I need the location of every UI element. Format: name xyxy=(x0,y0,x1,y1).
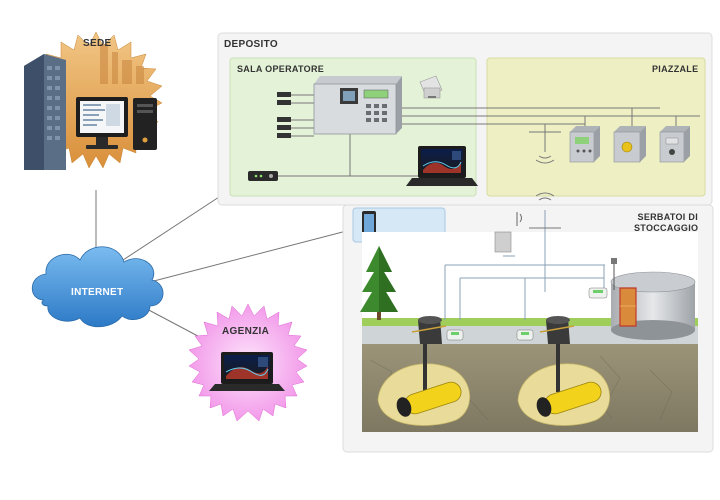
link-internet-mobile xyxy=(149,227,359,283)
sede-skyline-icon xyxy=(100,44,144,84)
piazzale-device-2-icon xyxy=(613,126,646,163)
control-unit-icon xyxy=(313,76,402,135)
piazzale-device-1-icon xyxy=(569,126,600,163)
piazzale-device-3-icon xyxy=(659,126,690,163)
desktop-computer-icon xyxy=(76,97,157,150)
building-icon xyxy=(24,54,66,170)
printer-icon xyxy=(419,75,443,99)
agenzia-label: AGENZIA xyxy=(222,326,270,337)
sede-label: SEDE xyxy=(83,38,112,49)
probe-2-icon xyxy=(516,329,534,341)
laptop-icon xyxy=(209,352,285,391)
operator-laptop-icon xyxy=(406,146,478,186)
radio-antenna-icon xyxy=(529,124,561,164)
serbatoi-label-line1: SERBATOI DI xyxy=(637,212,698,222)
junction-box-icon xyxy=(494,212,522,253)
modem-icon xyxy=(248,171,278,181)
sala-wiring xyxy=(278,94,700,177)
internet-cloud xyxy=(31,246,164,328)
tank-piping xyxy=(444,210,605,320)
deposito-label: DEPOSITO xyxy=(224,39,278,50)
smartphone-icon xyxy=(362,211,376,237)
sala-operatore-label: SALA OPERATORE xyxy=(237,64,325,74)
underground-tank-1-icon xyxy=(377,344,471,426)
relay-terminals-icon xyxy=(277,92,291,138)
serbatoi-antenna-icon xyxy=(529,192,561,229)
probe-3-icon xyxy=(588,287,608,299)
serbatoi-label-line2: STOCCAGGIO xyxy=(634,223,699,233)
tree-icon xyxy=(360,246,398,320)
manhole-1-icon xyxy=(411,316,447,344)
storage-tank-icon xyxy=(610,258,696,340)
underground-tank-2-icon xyxy=(517,344,611,426)
manhole-2-icon xyxy=(539,316,575,344)
internet-label: INTERNET xyxy=(71,287,124,298)
probe-1-icon xyxy=(446,329,464,341)
piazzale-label: PIAZZALE xyxy=(652,64,699,74)
